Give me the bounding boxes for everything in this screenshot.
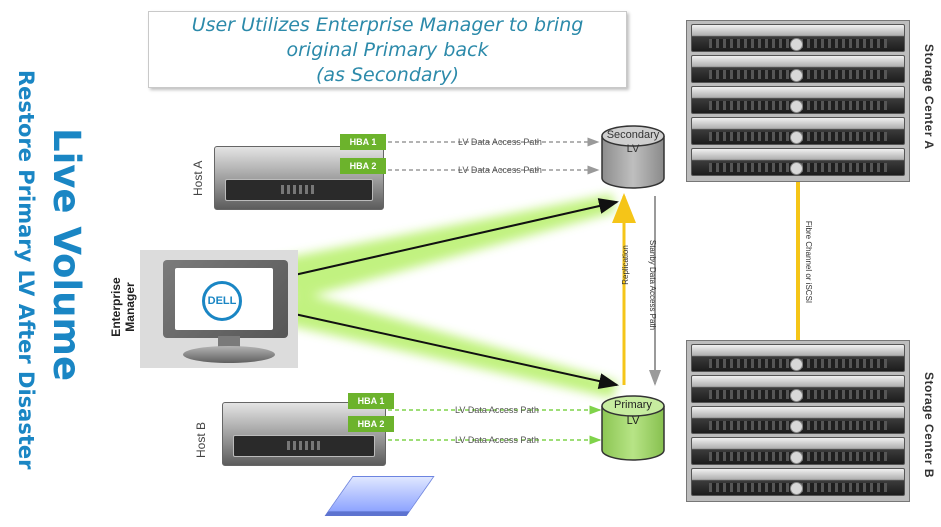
standby-path-label: Stanby Data Access Path	[648, 240, 657, 330]
dell-logo-icon: DELL	[202, 281, 242, 321]
enterprise-manager-label-1: Enterprise	[109, 277, 123, 337]
host-b-server-icon	[222, 402, 386, 466]
secondary-lv-label-1: Secondary	[607, 129, 660, 141]
host-b-hba-1: HBA 1	[348, 393, 394, 409]
host-a-hba-2: HBA 2	[340, 158, 386, 174]
host-a-server-icon	[214, 146, 384, 210]
em-to-secondary-arrow	[289, 198, 619, 277]
primary-lv-cylinder-icon: Primary LV	[601, 395, 665, 461]
callout-box: User Utilizes Enterprise Manager to brin…	[148, 11, 627, 88]
enterprise-manager-label-2: Manager	[123, 282, 137, 332]
callout-line-2: original Primary back	[286, 39, 489, 61]
em-glow-beams	[265, 194, 618, 398]
storage-center-b-label: Storage Center B	[922, 372, 936, 479]
host-a-path-1-label: LV Data Access Path	[458, 137, 542, 147]
host-b-hba-2: HBA 2	[348, 416, 394, 432]
host-a-path-2-label: LV Data Access Path	[458, 165, 542, 175]
host-a-hba-1: HBA 1	[340, 134, 386, 150]
storage-center-a-label: Storage Center A	[922, 44, 936, 150]
host-b-path-2-label: LV Data Access Path	[455, 435, 539, 445]
monitor-base	[183, 346, 275, 363]
secondary-lv-cylinder-icon: Secondary LV	[601, 125, 665, 189]
replication-label: Replication	[621, 245, 630, 285]
host-b-label: Host B	[194, 421, 208, 458]
storage-center-b-rack-icon	[686, 340, 910, 502]
callout-line-1: User Utilizes Enterprise Manager to brin…	[191, 14, 584, 36]
storage-center-a-rack-icon	[686, 20, 910, 182]
primary-lv-label-1: Primary	[614, 399, 652, 411]
em-to-primary-arrow	[289, 312, 619, 389]
primary-lv-label-2: LV	[627, 415, 640, 427]
secondary-lv-label-2: LV	[627, 143, 640, 155]
enterprise-manager-label: Enterprise Manager	[109, 272, 137, 342]
callout-line-3: (as Secondary)	[315, 64, 460, 86]
host-b-path-1-label: LV Data Access Path	[455, 405, 539, 415]
fibre-channel-label: Fibre Channel or iSCSI	[804, 221, 813, 303]
host-a-label: Host A	[191, 160, 205, 196]
